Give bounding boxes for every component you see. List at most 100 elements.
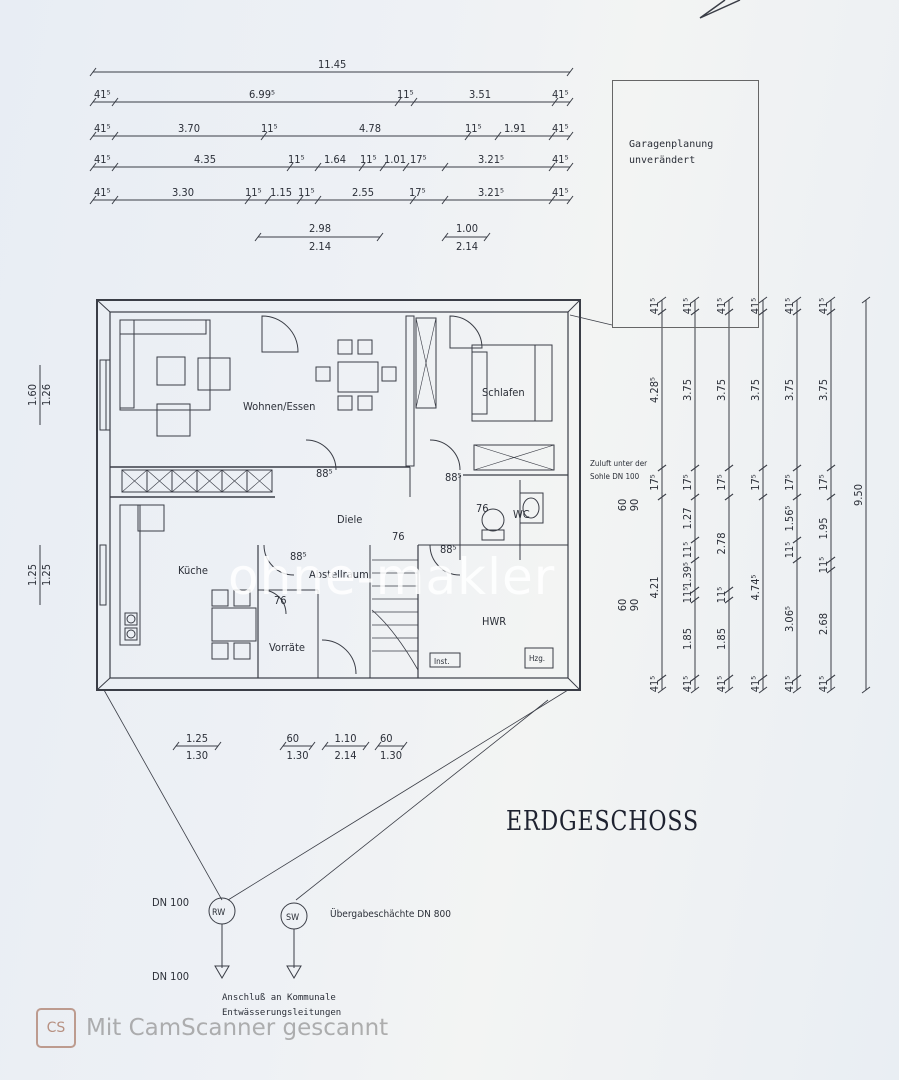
right-dim-value: 41⁵ (681, 298, 694, 315)
dim-chain-value: 1.64 (324, 153, 346, 166)
dim-chain-value: 3.51 (469, 88, 491, 101)
right-dim-value: 1.56⁵ (783, 505, 796, 531)
dim-tick (690, 308, 700, 316)
dim-chain-value: 6.99⁵ (249, 88, 275, 101)
dim-chain-value: 41⁵ (94, 122, 111, 135)
right-dim-value: 3.75 (715, 379, 728, 401)
window-icon (99, 359, 107, 431)
garage-note: Garagenplanung unverändert (629, 139, 714, 166)
dim-tick (374, 741, 382, 751)
outlet-arrow-icon (214, 965, 230, 979)
plan-title: ERDGESCHOSS (506, 806, 699, 837)
drain-line (295, 699, 549, 901)
dim-tick (566, 97, 574, 107)
dim-chain-value: 41⁵ (552, 88, 569, 101)
mid-dim-top: 60 (616, 499, 629, 512)
dim-tick (826, 686, 836, 694)
dn100-bottom-label: DN 100 (152, 970, 189, 983)
right-dim-total: 9.50 (852, 484, 865, 506)
dim-chain-value: 41⁵ (552, 186, 569, 199)
burner-icon (126, 629, 136, 639)
room-label-wohnen: Wohnen/Essen (243, 400, 315, 413)
dim-chain-value: 17⁵ (409, 186, 426, 199)
dim-tick (111, 195, 119, 205)
right-dim-value: 4.28⁵ (648, 377, 661, 403)
dining-chair-icon (357, 339, 373, 355)
door-width-label: 88⁵ (440, 543, 457, 556)
dim-tick (826, 296, 836, 304)
right-dim-value: 2.68 (817, 613, 830, 635)
dim-tick (792, 674, 802, 682)
dim-chain-value: 11⁵ (245, 186, 262, 199)
scanner-footer: CS Mit CamScanner gescannt (36, 1008, 388, 1048)
dim-tick (792, 464, 802, 472)
dim-tick (690, 493, 700, 501)
uebergabe-label: Übergabeschächte DN 800 (330, 907, 451, 920)
nightstand-icon (534, 344, 553, 422)
dim-tick (314, 162, 322, 172)
dim-chain-value: 11⁵ (360, 153, 377, 166)
dim-total-width: 11.45 (318, 58, 346, 71)
right-dim-value: 41⁵ (783, 298, 796, 315)
garage-box: Garagenplanung unverändert (612, 80, 759, 328)
dim-tick (690, 596, 700, 604)
right-dim-value: 41⁵ (681, 676, 694, 693)
stair-curve (371, 609, 419, 671)
dim-chain-value: 3.30 (172, 186, 194, 199)
dim-tick (758, 493, 768, 501)
dim-tick (321, 741, 329, 751)
plan-line (415, 317, 437, 409)
door-swing-icon (263, 544, 295, 576)
dim-tick (494, 131, 502, 141)
dim-chain-value: 17⁵ (410, 153, 427, 166)
kitchen-table-icon (211, 607, 257, 642)
door-swing-icon (261, 315, 299, 353)
dim-tick (260, 131, 268, 141)
dim-tick (724, 493, 734, 501)
cabinet-icon (246, 469, 273, 493)
right-dim-value: 11⁵ (783, 542, 796, 559)
room-label-vorraete: Vorräte (269, 641, 305, 654)
dim-tick (724, 596, 734, 604)
plan-line (96, 677, 111, 691)
corner-arrow-icon (699, 0, 741, 19)
wall-wohnen-schlafen (405, 315, 415, 467)
dining-table-icon (337, 361, 379, 393)
door-swing-icon (321, 639, 357, 675)
bed-headboard (471, 351, 488, 415)
zuluft-note: Sohle DN 100 (590, 472, 640, 481)
dim-tick (690, 464, 700, 472)
right-dim-value: 1.95 (817, 517, 830, 539)
door-width-label: 88⁵ (316, 467, 333, 480)
rw-label: RW (212, 908, 225, 918)
dim-tick (89, 97, 97, 107)
plan-line (221, 469, 248, 493)
dim-tick (441, 195, 449, 205)
right-dim-value: 3.75 (681, 379, 694, 401)
dim-tick (690, 586, 700, 594)
dim-chain-value: 11⁵ (298, 186, 315, 199)
door-swing-icon (429, 439, 461, 471)
dim-chain-value: 4.78 (359, 122, 381, 135)
door-width-label: 76 (274, 594, 287, 607)
dim-tick (362, 741, 370, 751)
right-dim-value: 41⁵ (817, 676, 830, 693)
dim-tick (690, 296, 700, 304)
right-dim-value: 2.78 (715, 532, 728, 554)
right-dim-value: 17⁵ (783, 474, 796, 491)
bottom-dim-top: 60 (380, 732, 393, 745)
door-swing-icon (261, 589, 287, 615)
dim-chain-value: 3.21⁵ (478, 153, 504, 166)
dim-tick (402, 162, 410, 172)
left-dim-bottom: 1.25 (40, 564, 53, 586)
bottom-dim-bottom: 1.30 (186, 749, 208, 762)
dim-tick (548, 195, 556, 205)
anschluss-label: Entwässerungsleitungen (222, 1008, 341, 1018)
dim-tick (826, 556, 836, 564)
bottom-dim-top: 1.25 (186, 732, 208, 745)
dim-tick (89, 67, 97, 77)
bed-icon (471, 344, 553, 422)
room-label-diele: Diele (337, 513, 362, 526)
dim-tick (792, 296, 802, 304)
bottom-dim-bottom: 1.30 (380, 749, 402, 762)
